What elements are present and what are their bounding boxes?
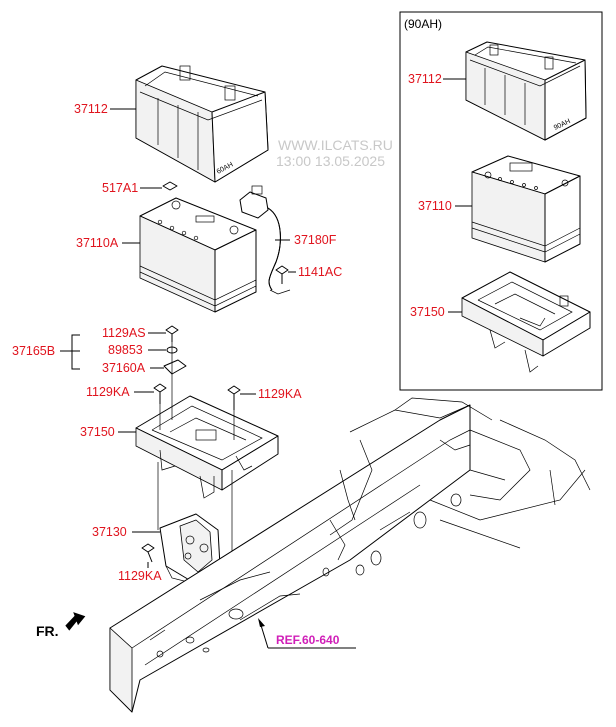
reference-label: REF.60-640 [276, 633, 340, 647]
label-bolt-right: 1129KA [258, 387, 302, 401]
bolt-support-drawing [141, 543, 155, 563]
watermark-line-1: WWW.ILCATS.RU [278, 137, 393, 153]
ref-arrowhead [258, 618, 265, 627]
label-support: 37130 [92, 525, 127, 539]
label-battery: 37110A [76, 236, 119, 250]
tray-cover-drawing: 60AH [135, 65, 269, 183]
cable-drawing [239, 185, 291, 295]
label-bolt-left: 1129KA [86, 385, 130, 399]
inset-label-battery: 37110 [418, 199, 452, 213]
inset-bracket-drawing [461, 271, 591, 373]
inset-frame [399, 11, 603, 391]
label-vent-plug: 517A1 [102, 181, 138, 195]
inset-90ah: (90AH) 90AH 37112 [399, 11, 603, 391]
inset-battery-drawing [471, 155, 581, 263]
bracket-clamp-assy [71, 334, 80, 370]
bracket-drawing [135, 395, 279, 499]
label-clamp-assy: 37165B [12, 344, 55, 358]
label-clamp: 37160A [102, 361, 146, 375]
chassis-member-drawing [109, 397, 591, 713]
label-screw-cable: 1141AC [298, 265, 342, 279]
vent-plug-drawing [162, 181, 178, 191]
front-marker: FR. [36, 623, 59, 639]
inset-tray-cover-drawing: 90AH [465, 41, 587, 141]
label-washer: 89853 [108, 343, 143, 357]
battery-drawing [139, 197, 257, 313]
clamp-drawing [163, 359, 187, 375]
label-bolt-support: 1129KA [118, 569, 162, 583]
label-bolt-top: 1129AS [102, 326, 146, 340]
bolt-top-drawing [165, 325, 179, 342]
label-cable: 37180F [294, 233, 337, 247]
watermark-line-2: 13:00 13.05.2025 [276, 153, 385, 169]
label-tray-cover: 37112 [74, 102, 108, 116]
bolt-left-drawing [153, 383, 167, 404]
screw-cable-drawing [275, 265, 289, 284]
inset-label-bracket: 37150 [410, 305, 445, 319]
inset-label-tray: 37112 [408, 72, 442, 86]
front-arrow-icon [65, 612, 86, 631]
bolt-right-drawing [227, 385, 241, 410]
label-bracket: 37150 [80, 425, 115, 439]
inset-header: (90AH) [404, 17, 442, 31]
